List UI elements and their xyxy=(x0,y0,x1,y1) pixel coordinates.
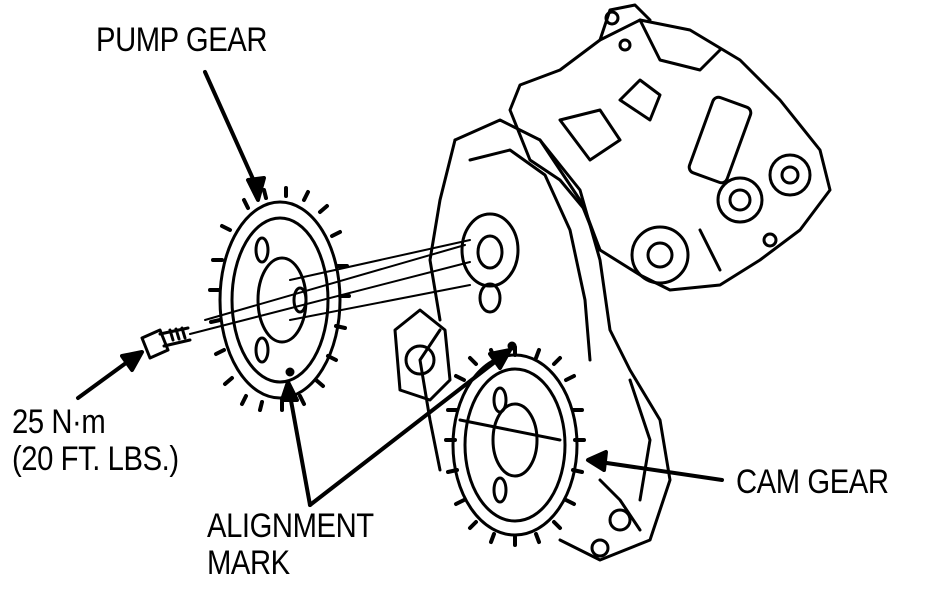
torque-spec-label: 25 N·m (20 FT. LBS.) xyxy=(12,404,179,477)
cam-gear xyxy=(444,345,586,547)
cam-gear-label: CAM GEAR xyxy=(736,464,889,501)
injection-pump xyxy=(508,3,832,292)
cam-gear-leader xyxy=(586,450,724,482)
exploded-view-lines xyxy=(189,239,471,335)
pump-shaft-hub xyxy=(460,212,520,314)
torque-spec-line2: (20 FT. LBS.) xyxy=(12,439,179,478)
pump-gear-alignment-dot xyxy=(285,367,295,377)
alignment-mark-line1: ALIGNMENT xyxy=(207,507,374,545)
pump-gear-label-text: PUMP GEAR xyxy=(96,21,268,59)
engine-block xyxy=(393,118,672,562)
alignment-mark-leaders xyxy=(280,348,512,507)
pump-gear-leader xyxy=(203,70,266,202)
torque-spec-line1: 25 N·m xyxy=(12,403,106,441)
pump-gear-label: PUMP GEAR xyxy=(96,21,268,59)
cam-gear-alignment-dot xyxy=(507,341,517,351)
cam-gear-label-text: CAM GEAR xyxy=(736,463,889,501)
gear-bolt xyxy=(140,326,192,360)
alignment-mark-label: ALIGNMENT MARK xyxy=(207,508,374,581)
alignment-mark-line2: MARK xyxy=(207,543,290,582)
torque-leader xyxy=(76,350,144,400)
pump-gear xyxy=(208,186,351,412)
